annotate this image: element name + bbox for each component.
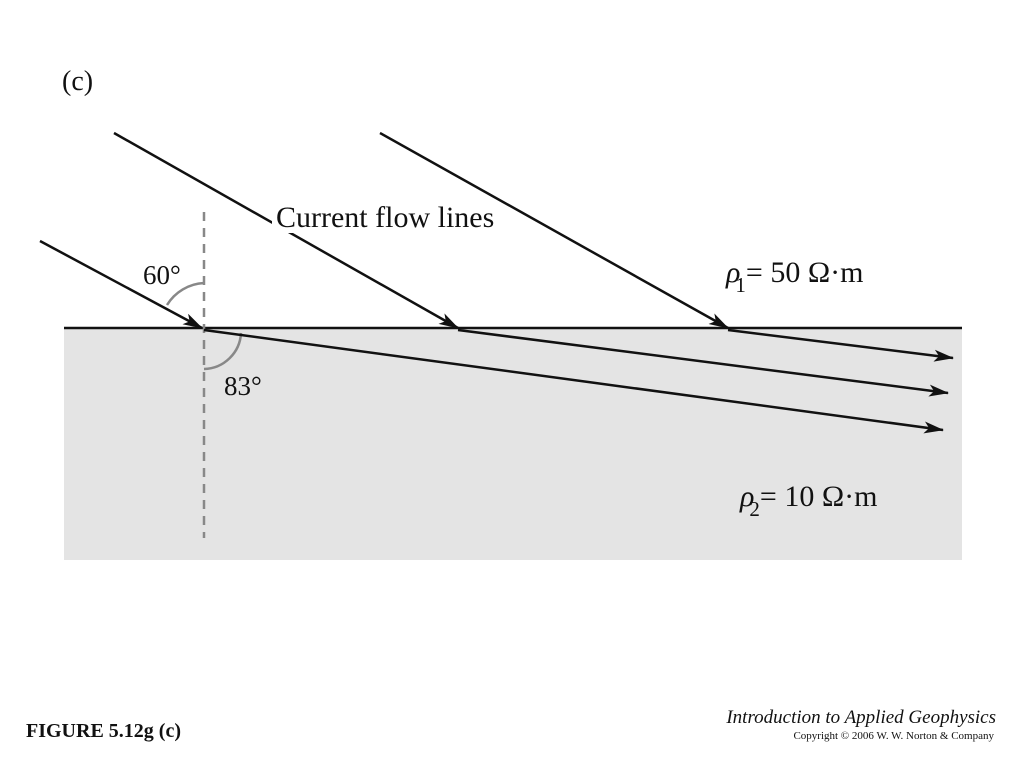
panel-label: (c)	[62, 66, 94, 97]
lower-layer-region	[64, 328, 962, 560]
incident-line-3	[379, 131, 729, 330]
resistivity-value: = 50 Ω·m	[745, 256, 864, 289]
incident-line-1	[39, 239, 203, 330]
refracted-angle-label: 83°	[224, 371, 262, 401]
book-title: Introduction to Applied Geophysics	[726, 707, 996, 728]
copyright-notice: Copyright © 2006 W. W. Norton & Company	[793, 730, 994, 742]
incident-angle-label: 60°	[143, 260, 181, 290]
refracted-angle-arc	[203, 332, 243, 371]
incident-angle-arc	[165, 281, 205, 306]
subscript: 2	[749, 497, 760, 521]
layer2-resistivity-label: ρ2= 10 Ω·m	[740, 482, 877, 520]
refracted-line-3	[727, 328, 954, 362]
current-flow-lines-label: Current flow lines	[272, 203, 499, 233]
subscript: 1	[735, 273, 746, 297]
refracted-line-1	[203, 328, 944, 434]
rho-symbol: ρ	[726, 256, 741, 289]
resistivity-value: = 10 Ω·m	[759, 480, 878, 513]
refracted-line-2	[457, 328, 949, 397]
rho-symbol: ρ	[740, 480, 755, 513]
layer1-resistivity-label: ρ1= 50 Ω·m	[726, 258, 863, 296]
figure-label: FIGURE 5.12g (c)	[26, 720, 181, 742]
